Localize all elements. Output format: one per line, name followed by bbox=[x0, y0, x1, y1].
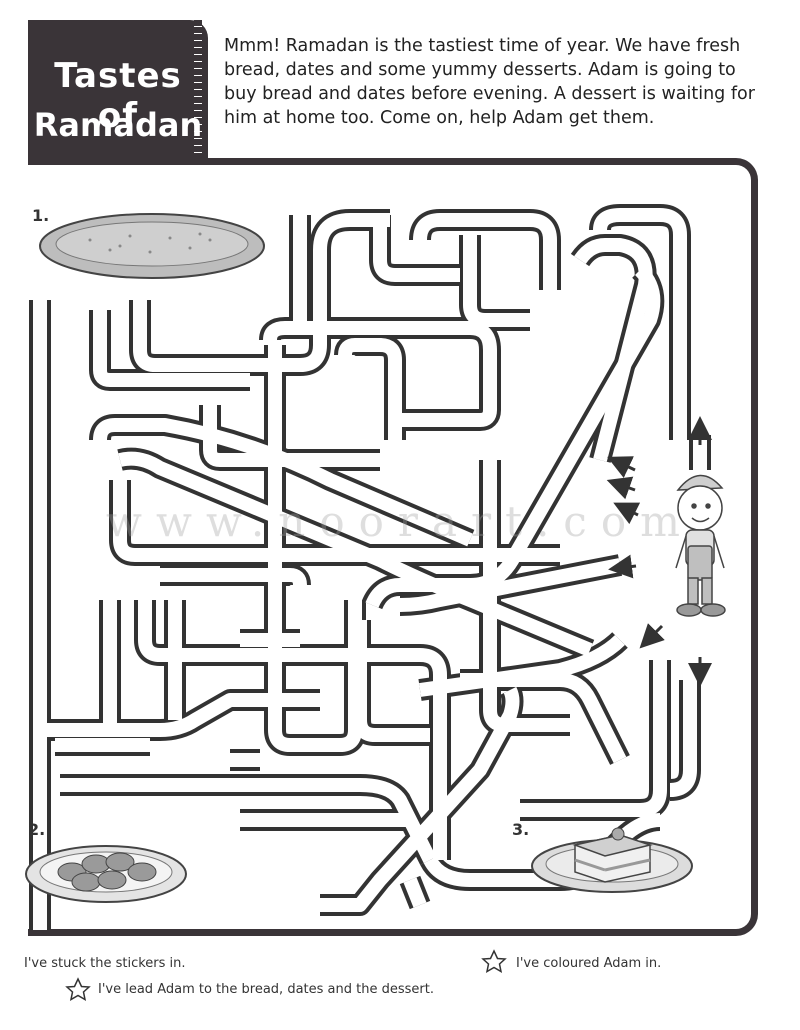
direction-arrows bbox=[606, 416, 712, 687]
item-number-3: 3. bbox=[512, 820, 530, 839]
arrow-down-left-icon bbox=[639, 623, 665, 649]
arrow-left-icon-4 bbox=[608, 554, 637, 579]
title-line-2: Ramadan bbox=[33, 106, 203, 144]
star-icon-coloured bbox=[481, 949, 507, 973]
maze-frame bbox=[28, 158, 758, 936]
checklist-coloured: I've coloured Adam in. bbox=[516, 956, 662, 971]
bread-icon bbox=[39, 213, 265, 279]
title-line-1: Tastes of bbox=[54, 56, 182, 136]
title-ribbon-edge bbox=[194, 20, 202, 165]
item-number-2: 2. bbox=[28, 820, 46, 839]
checklist-lead: I've lead Adam to the bread, dates and t… bbox=[98, 982, 434, 997]
arrow-left-icon-2 bbox=[606, 476, 636, 500]
maze-corridors bbox=[29, 204, 711, 930]
item-number-1: 1. bbox=[32, 206, 50, 225]
checklist-stickers: I've stuck the stickers in. bbox=[24, 956, 186, 971]
arrow-left-icon-3 bbox=[613, 502, 641, 525]
adam-character-icon bbox=[675, 474, 726, 617]
intro-paragraph: Mmm! Ramadan is the tastiest time of yea… bbox=[224, 36, 755, 128]
arrow-left-icon bbox=[607, 456, 636, 478]
title-box: Tastes of Ramadan bbox=[28, 20, 208, 165]
star-icon-lead bbox=[65, 977, 91, 1001]
cake-plate-icon bbox=[531, 827, 693, 893]
dates-plate-icon bbox=[25, 845, 187, 903]
